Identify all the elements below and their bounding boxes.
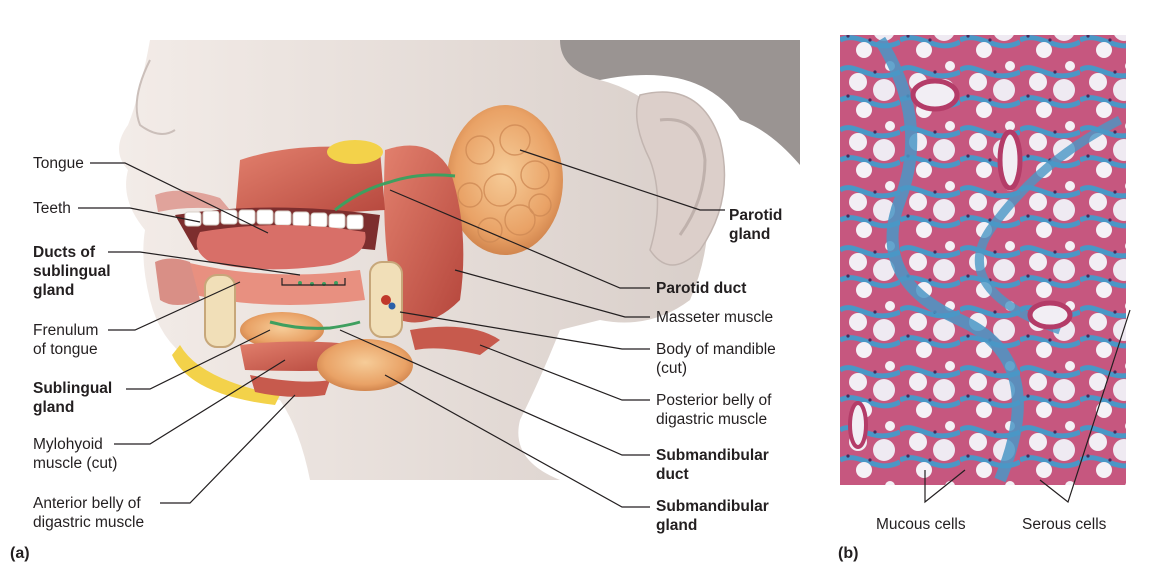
label-submandibular-duct: Submandibular duct bbox=[656, 447, 769, 483]
label-masseter-muscle: Masseter muscle bbox=[656, 309, 774, 326]
lower-lip bbox=[155, 258, 200, 305]
posterior-digastric-shape bbox=[410, 326, 500, 355]
label-teeth: Teeth bbox=[33, 200, 71, 217]
leader-lines bbox=[78, 149, 725, 508]
masseter-muscle-shape bbox=[384, 145, 464, 323]
label-posterior-belly-digastric: Posterior belly of digastric muscle bbox=[656, 392, 772, 428]
leader-submandibular-duct bbox=[339, 329, 650, 456]
leader-sublingual bbox=[126, 329, 271, 390]
leader-serous-cells bbox=[1039, 309, 1131, 504]
leader-anterior-digastric bbox=[160, 394, 296, 504]
label-body-of-mandible: Body of mandible (cut) bbox=[656, 341, 776, 377]
leader-ducts bbox=[108, 251, 301, 276]
label-mylohyoid-muscle: Mylohyoid muscle (cut) bbox=[33, 436, 118, 472]
upper-lip bbox=[155, 190, 230, 212]
submandibular-duct-line bbox=[269, 320, 361, 330]
leader-mucous-cells bbox=[924, 469, 966, 504]
label-parotid-duct: Parotid duct bbox=[656, 280, 747, 297]
ear-shape bbox=[635, 91, 726, 266]
label-frenulum-of-tongue: Frenulum of tongue bbox=[33, 322, 99, 358]
anterior-digastric-shape bbox=[250, 375, 330, 397]
parotid-gland-shape bbox=[447, 105, 563, 255]
sublingual-gland-shape bbox=[240, 312, 324, 348]
teeth-row bbox=[184, 209, 364, 230]
mandible-cut-shape bbox=[204, 261, 403, 348]
tongue-shape bbox=[196, 225, 366, 270]
parotid-duct-line bbox=[334, 173, 456, 212]
label-anterior-belly-digastric: Anterior belly of digastric muscle bbox=[33, 495, 145, 531]
panel-b-letter: (b) bbox=[838, 545, 859, 562]
leader-mandible bbox=[399, 311, 650, 350]
leader-parotid-duct bbox=[389, 189, 650, 289]
label-ducts-of-sublingual-gland: Ducts of sublingual gland bbox=[33, 244, 111, 299]
hair-shape bbox=[520, 40, 800, 165]
label-sublingual-gland: Sublingual gland bbox=[33, 380, 113, 416]
label-serous-cells: Serous cells bbox=[1022, 516, 1107, 533]
leader-mylohyoid bbox=[114, 359, 286, 445]
ducts-bracket bbox=[281, 278, 346, 286]
panel-a-letter: (a) bbox=[10, 545, 30, 562]
label-submandibular-gland: Submandibular gland bbox=[656, 498, 769, 534]
leader-submandibular-gland bbox=[384, 374, 650, 508]
leader-parotid-gland bbox=[519, 149, 725, 211]
label-parotid-gland: Parotid gland bbox=[729, 207, 783, 243]
label-mucous-cells: Mucous cells bbox=[876, 516, 966, 533]
leader-posterior-digastric bbox=[479, 344, 650, 401]
leader-masseter bbox=[454, 269, 650, 318]
head-illustration bbox=[119, 40, 800, 480]
leader-tongue bbox=[90, 162, 269, 234]
label-tongue: Tongue bbox=[33, 155, 84, 172]
leader-teeth bbox=[78, 207, 201, 223]
leader-frenulum bbox=[108, 281, 241, 331]
micrograph bbox=[840, 35, 1131, 504]
